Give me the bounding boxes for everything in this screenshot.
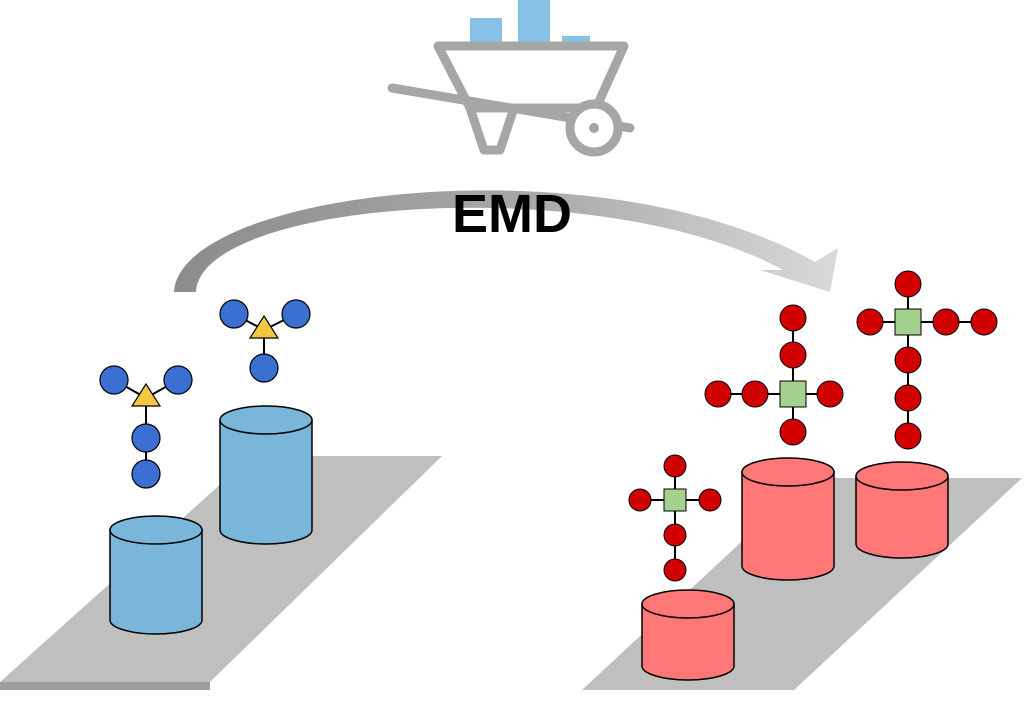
- blue-glycan-2: [219, 299, 311, 383]
- cart-bar-icons: [470, 0, 590, 46]
- wheelbarrow-icon: [387, 0, 635, 157]
- target-pile-middle: [741, 457, 835, 581]
- red-glycan-2: [704, 304, 844, 446]
- transport-arrow-icon: [174, 190, 838, 292]
- emd-label: EMD: [452, 184, 572, 244]
- source-platform: [0, 456, 442, 690]
- target-pile-right: [855, 461, 949, 559]
- red-glycan-1: [628, 454, 722, 582]
- source-pile-short: [109, 515, 203, 635]
- red-glycan-3: [856, 270, 998, 450]
- blue-glycan-1: [99, 365, 193, 489]
- source-pile-tall: [219, 405, 313, 545]
- target-pile-left: [641, 589, 735, 681]
